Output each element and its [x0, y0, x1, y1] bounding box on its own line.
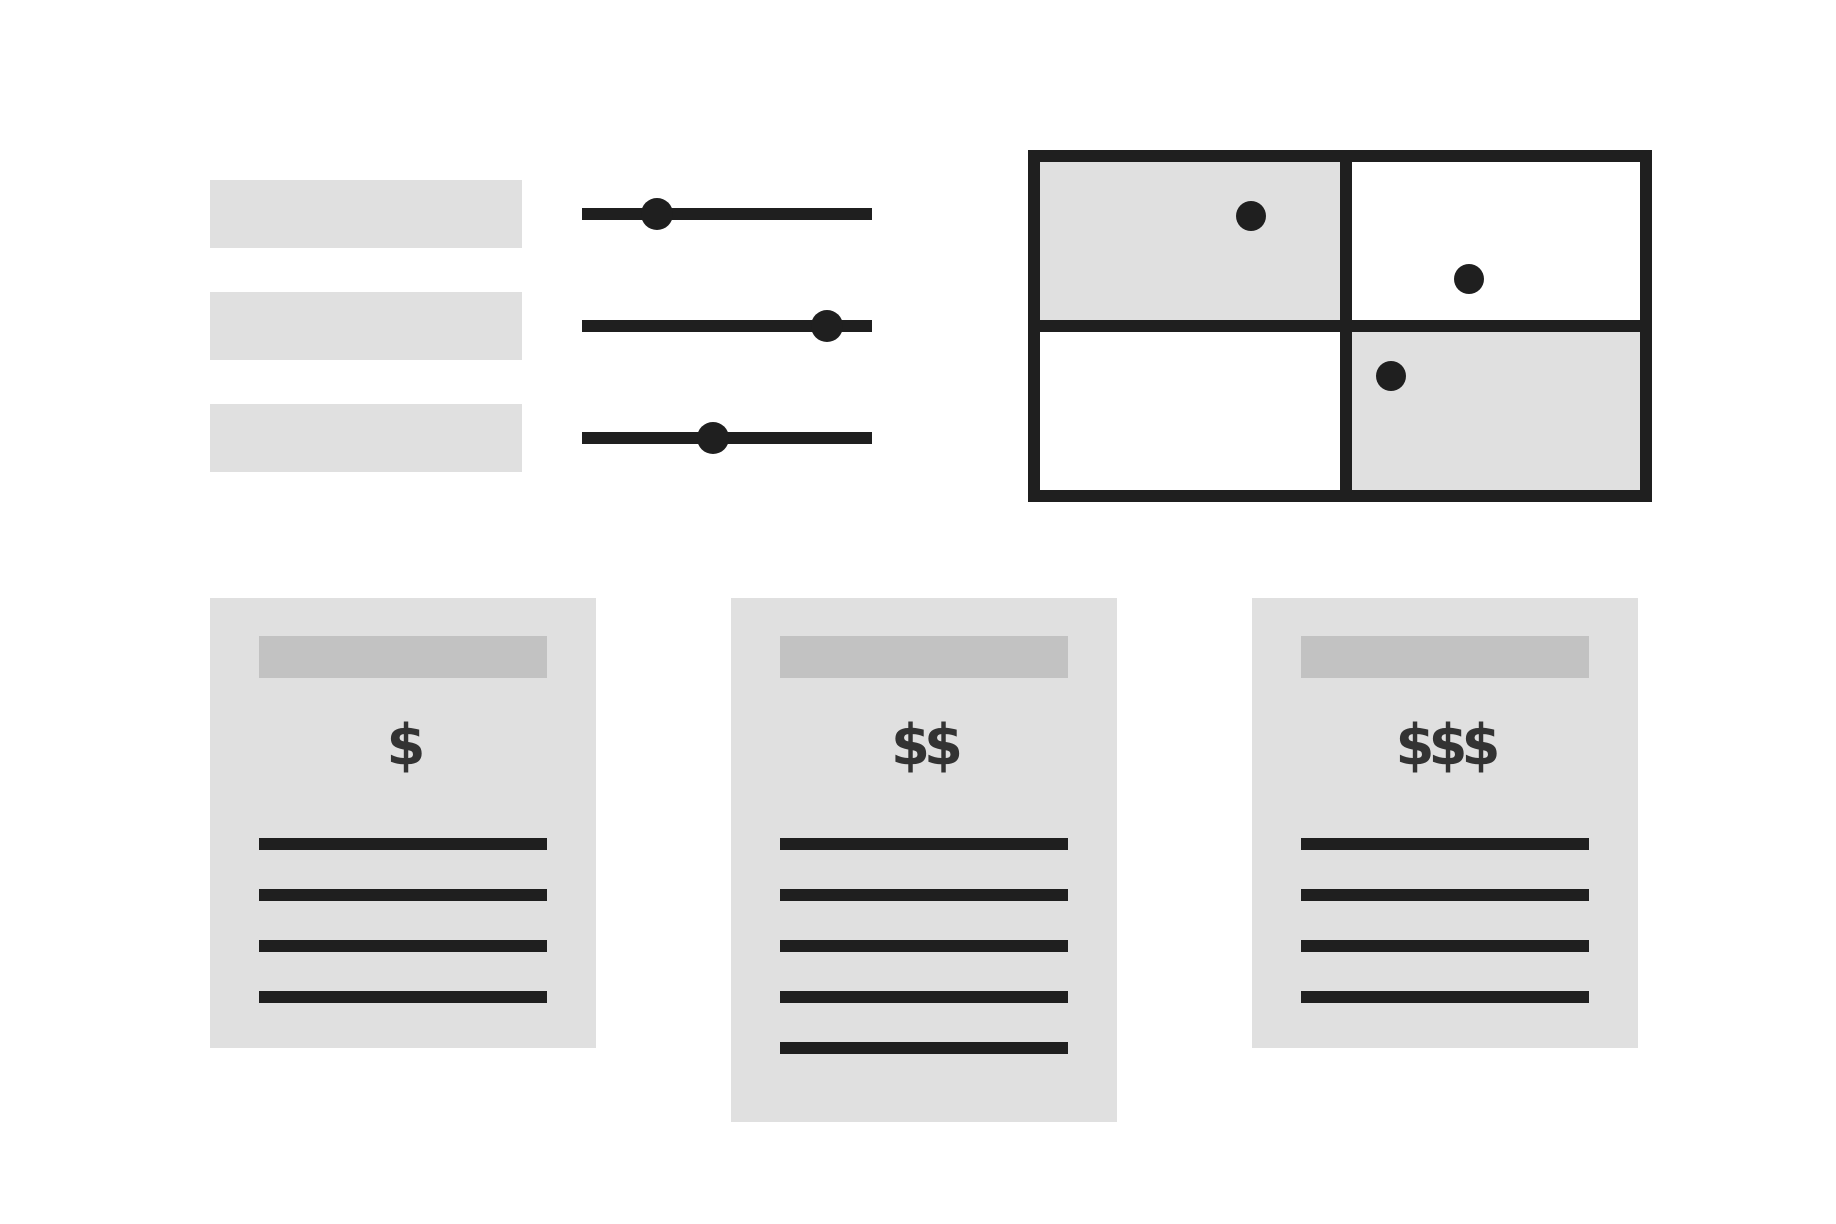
feature-line [780, 889, 1068, 901]
feature-line [1301, 940, 1589, 952]
form-field-3[interactable] [210, 404, 522, 472]
matrix-horizontal-divider [1040, 320, 1640, 332]
quadrant-bottom-left [1040, 332, 1340, 490]
pricing-card-basic[interactable]: $ [210, 598, 596, 1048]
feature-line [1301, 838, 1589, 850]
quadrant-top-left [1040, 162, 1340, 320]
slider-1[interactable] [582, 194, 872, 234]
slider-handle[interactable] [696, 422, 729, 454]
quadrant-matrix [1028, 150, 1652, 502]
matrix-dot [1454, 264, 1484, 294]
feature-line [780, 940, 1068, 952]
feature-line [780, 1042, 1068, 1054]
price-tier-label: $ [386, 713, 426, 778]
slider-3[interactable] [582, 418, 872, 458]
form-field-2[interactable] [210, 292, 522, 360]
feature-line [780, 991, 1068, 1003]
quadrant-bottom-right [1352, 332, 1640, 490]
feature-line [259, 889, 547, 901]
feature-line [259, 838, 547, 850]
slider-handle[interactable] [811, 310, 844, 342]
feature-line [259, 991, 547, 1003]
feature-line [1301, 991, 1589, 1003]
feature-line [780, 838, 1068, 850]
slider-handle[interactable] [641, 198, 674, 230]
slider-track [582, 320, 872, 332]
card-header-bar [780, 636, 1068, 678]
price-tier-label: $$$ [1395, 713, 1501, 778]
price-tier-label: $$ [891, 713, 963, 778]
matrix-dot [1236, 201, 1266, 231]
pricing-card-premium[interactable]: $$$ [1252, 598, 1638, 1048]
card-header-bar [259, 636, 547, 678]
pricing-card-standard[interactable]: $$ [731, 598, 1117, 1122]
form-field-1[interactable] [210, 180, 522, 248]
quadrant-top-right [1352, 162, 1640, 320]
matrix-dot [1376, 361, 1406, 391]
feature-line [259, 940, 547, 952]
slider-track [582, 208, 872, 220]
slider-2[interactable] [582, 306, 872, 346]
card-header-bar [1301, 636, 1589, 678]
feature-line [1301, 889, 1589, 901]
